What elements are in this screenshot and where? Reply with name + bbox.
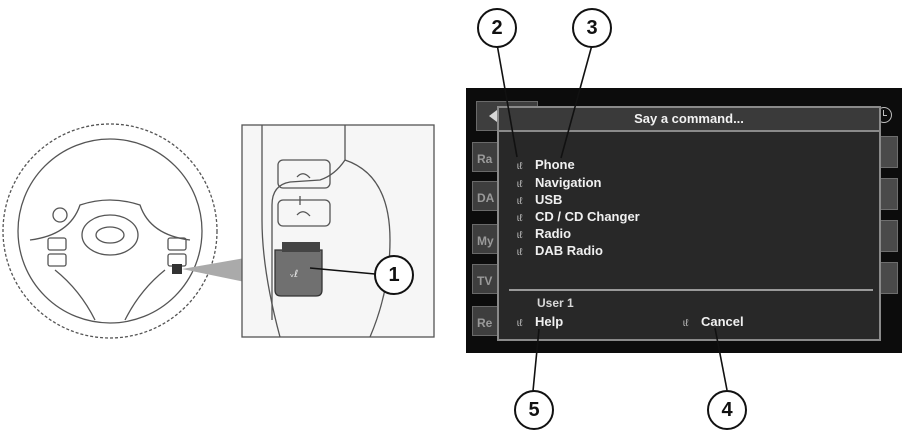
- callout-1: 1: [374, 255, 414, 295]
- voice-command-icon: ɩℓ: [517, 230, 523, 241]
- user-label: User 1: [537, 296, 574, 310]
- zoom-inset: [241, 124, 435, 338]
- voice-command-icon: ɩℓ: [683, 318, 689, 329]
- voice-command-icon: ɩℓ: [517, 318, 523, 329]
- voice-control-button: [274, 249, 323, 297]
- dialog-divider: [509, 289, 873, 291]
- steering-wheel-illustration: ᵥℓ: [2, 123, 435, 339]
- voice-command-icon: ɩℓ: [517, 161, 523, 172]
- callout-4: 4: [707, 390, 747, 430]
- callout-3: 3: [572, 8, 612, 48]
- voice-command-icon: ɩℓ: [517, 247, 523, 258]
- voice-button-small: [172, 264, 182, 274]
- voice-command-icon: ɩℓ: [517, 196, 523, 207]
- voice-button-icon: ᵥℓ: [290, 269, 298, 280]
- callout-2: 2: [477, 8, 517, 48]
- dialog-title: Say a command...: [499, 108, 879, 132]
- callout-5: 5: [514, 390, 554, 430]
- voice-command-icon: ɩℓ: [517, 179, 523, 190]
- voice-command-icon: ɩℓ: [517, 213, 523, 224]
